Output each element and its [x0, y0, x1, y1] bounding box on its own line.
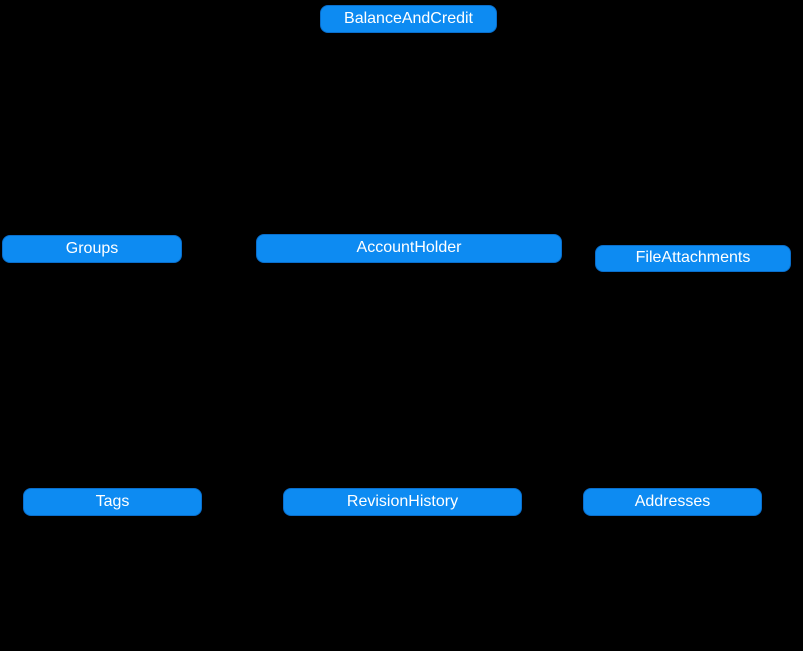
node-revisionhistory: RevisionHistory: [283, 488, 522, 516]
node-label-addresses: Addresses: [634, 492, 711, 510]
node-label-revisionhistory: RevisionHistory: [346, 492, 459, 510]
node-groups: Groups: [2, 235, 182, 263]
node-tags: Tags: [23, 488, 202, 516]
node-label-groups: Groups: [65, 239, 119, 257]
node-label-balanceandcredit: BalanceAndCredit: [344, 9, 473, 27]
node-addresses: Addresses: [583, 488, 762, 516]
node-fileattachments: FileAttachments: [595, 245, 791, 272]
node-label-tags: Tags: [95, 492, 130, 510]
node-accountholder: AccountHolder: [256, 234, 562, 263]
node-label-accountholder: AccountHolder: [356, 239, 462, 256]
node-label-fileattachments: FileAttachments: [635, 249, 751, 266]
node-balanceandcredit: BalanceAndCredit: [320, 5, 497, 33]
